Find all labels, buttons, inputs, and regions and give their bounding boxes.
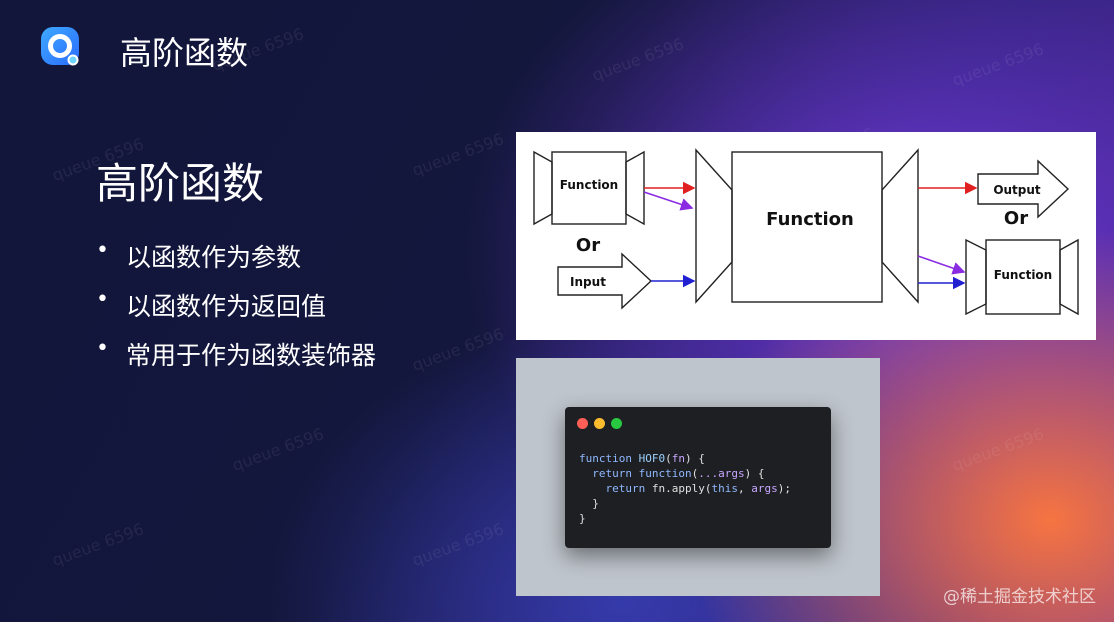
left-function-box: [533, 150, 645, 226]
purple-arrow-out: [917, 255, 966, 275]
bullet-dot: •: [96, 238, 109, 263]
purple-arrow-in: [643, 191, 694, 211]
code-line: }: [579, 512, 586, 525]
right-function-box: [965, 238, 1079, 316]
slide-title: 高阶函数: [96, 159, 265, 208]
input-arrow-shape: [557, 252, 653, 310]
bullet-dot: •: [96, 287, 109, 312]
code-line: return fn.apply(this, args);: [605, 482, 791, 495]
bullet-text: 以函数作为参数: [126, 243, 302, 272]
window-minimize-dot: [594, 418, 605, 429]
bullet-item: • 以函数作为参数: [96, 238, 376, 287]
output-arrow-shape: [977, 159, 1070, 219]
left-function-label: Function: [560, 178, 618, 192]
output-label: Output: [993, 183, 1041, 197]
or-left-label: Or: [576, 235, 600, 256]
or-right-label: Or: [1004, 208, 1028, 229]
center-function-label: Function: [766, 209, 854, 230]
header-title: 高阶函数: [120, 34, 249, 72]
center-function-box: [695, 148, 919, 304]
bullet-dot: •: [96, 336, 109, 361]
window-maximize-dot: [611, 418, 622, 429]
code-line: function HOF0(fn) {: [579, 452, 705, 465]
right-function-label: Function: [994, 268, 1052, 282]
source-credit: @稀土掘金技术社区: [943, 587, 1096, 607]
code-window: function HOF0(fn) { return function(...a…: [565, 407, 831, 548]
bullet-list: • 以函数作为参数 • 以函数作为返回值 • 常用于作为函数装饰器: [96, 238, 376, 385]
bullet-item: • 常用于作为函数装饰器: [96, 336, 376, 385]
input-label: Input: [570, 275, 606, 289]
code-snippet-card: function HOF0(fn) { return function(...a…: [516, 358, 880, 596]
code-line: return function(...args) {: [592, 467, 765, 480]
bullet-text: 以函数作为返回值: [126, 292, 327, 321]
hof-diagram: Function Or Input Function Output Or Fun…: [516, 132, 1096, 340]
app-logo-icon: [41, 27, 79, 66]
code-block: function HOF0(fn) { return function(...a…: [579, 451, 791, 526]
window-close-dot: [577, 418, 588, 429]
code-line: }: [579, 497, 599, 510]
bullet-text: 常用于作为函数装饰器: [126, 341, 377, 370]
bullet-item: • 以函数作为返回值: [96, 287, 376, 336]
hof-diagram-svg: Function Or Input Function Output Or Fun…: [533, 148, 1079, 316]
